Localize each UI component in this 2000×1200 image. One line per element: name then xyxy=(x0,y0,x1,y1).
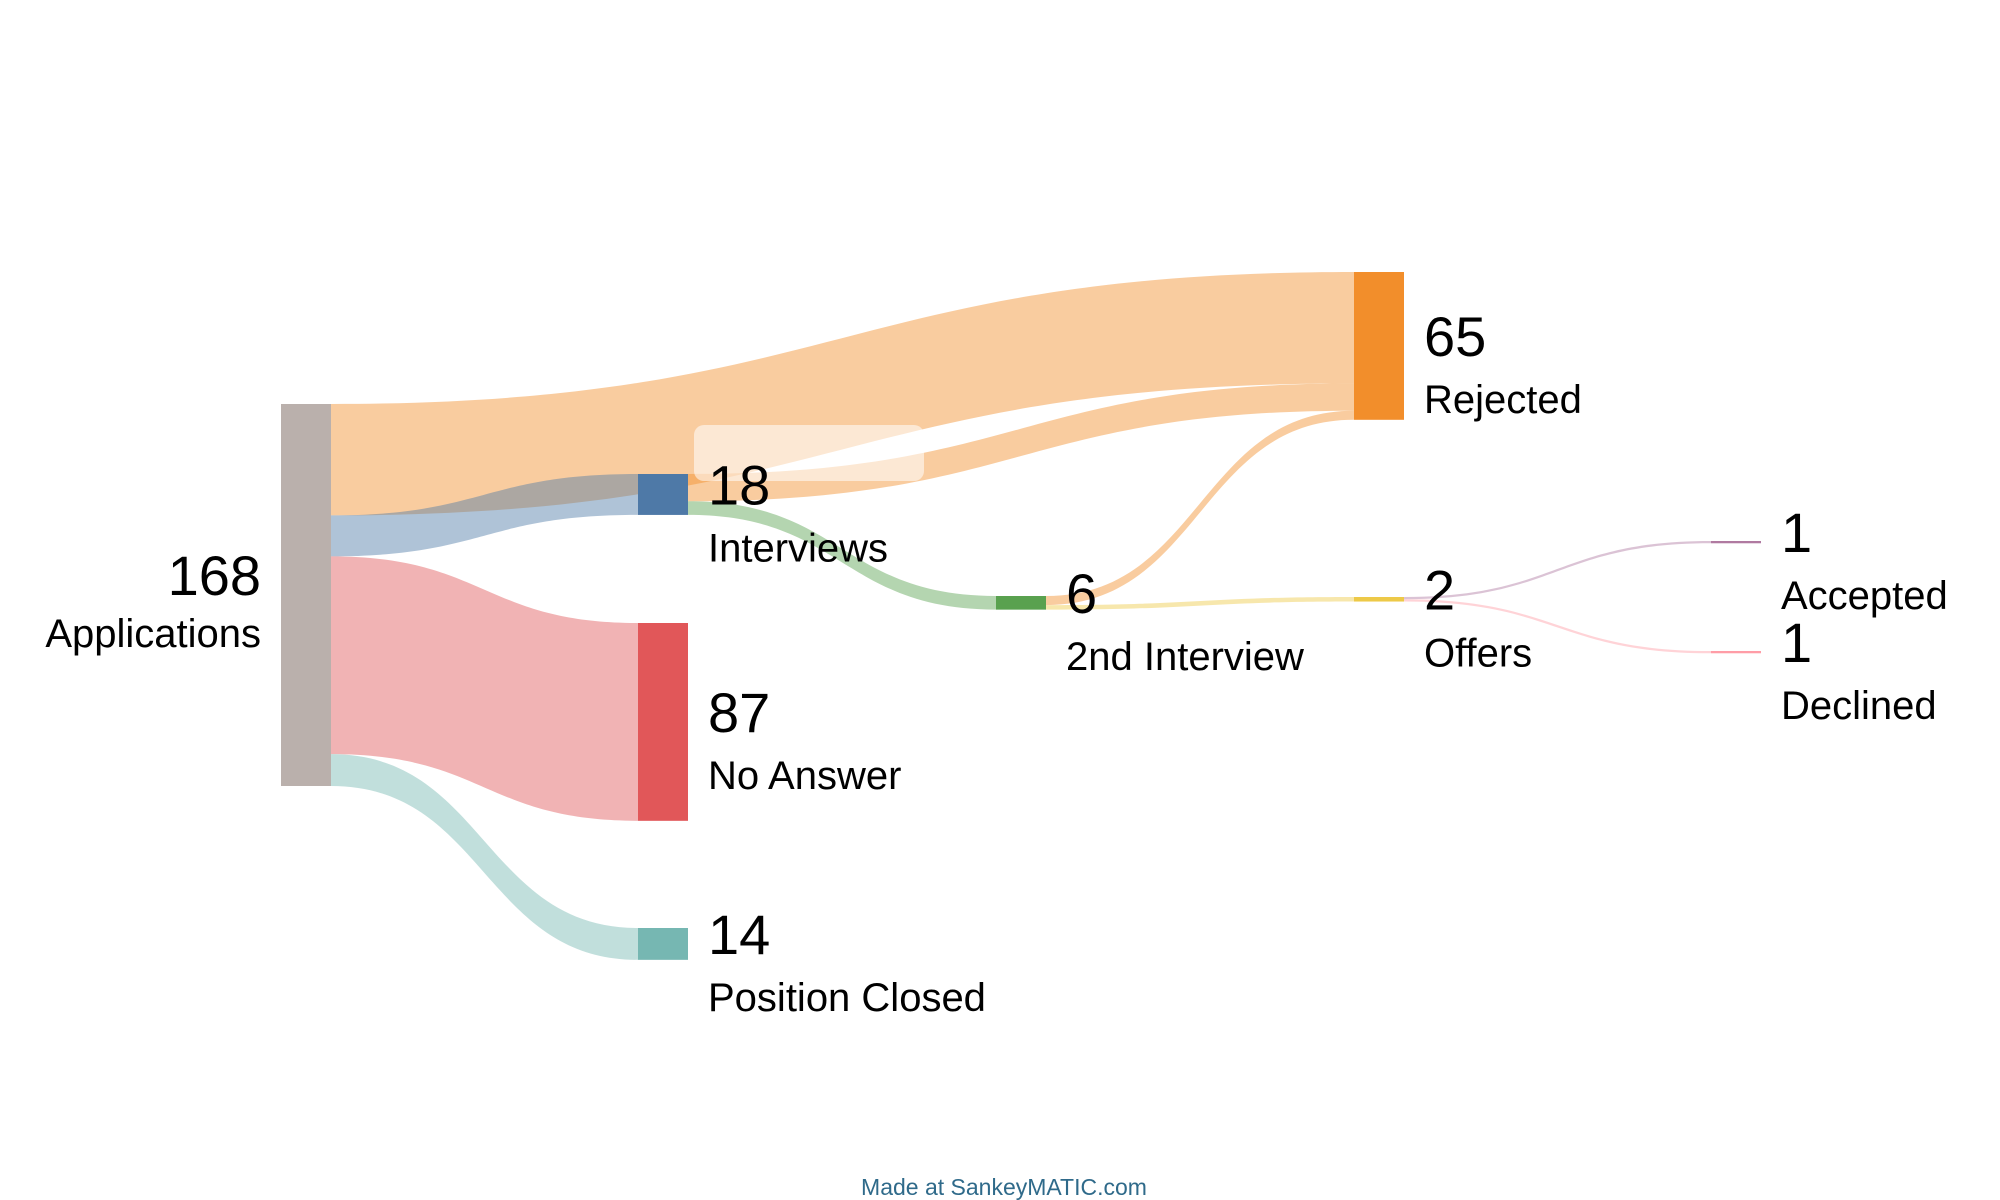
node-no_answer[interactable] xyxy=(638,623,688,821)
node-applications[interactable] xyxy=(281,404,331,786)
node-label-no_answer: No Answer xyxy=(708,754,901,798)
flows-layer xyxy=(331,272,1711,960)
node-offers[interactable] xyxy=(1354,597,1404,602)
node-interviews[interactable] xyxy=(638,474,688,515)
label-highlight xyxy=(694,425,924,481)
node-position_closed[interactable] xyxy=(638,928,688,960)
flow-applications-to-no_answer[interactable] xyxy=(331,556,638,821)
node-value-interviews: 18 xyxy=(708,453,770,516)
node-value-position_closed: 14 xyxy=(708,903,770,966)
node-value-second_interview: 6 xyxy=(1066,562,1097,625)
node-rejected[interactable] xyxy=(1354,272,1404,420)
footer-credit[interactable]: Made at SankeyMATIC.com xyxy=(861,1174,1147,1200)
flow-applications-to-position_closed[interactable] xyxy=(331,754,638,960)
flow-applications-to-interviews[interactable] xyxy=(331,474,638,557)
node-label-rejected: Rejected xyxy=(1424,378,1582,422)
node-value-offers: 2 xyxy=(1424,558,1455,621)
node-label-declined: Declined xyxy=(1781,684,1937,728)
node-label-accepted: Accepted xyxy=(1781,574,1948,618)
node-label-position_closed: Position Closed xyxy=(708,976,986,1020)
node-label-applications: Applications xyxy=(45,612,261,656)
node-value-applications: 168 xyxy=(168,544,261,607)
node-second_interview[interactable] xyxy=(996,596,1046,610)
node-value-no_answer: 87 xyxy=(708,681,770,744)
node-accepted[interactable] xyxy=(1711,541,1761,544)
node-declined[interactable] xyxy=(1711,651,1761,654)
flow-interviews-to-second_interview[interactable] xyxy=(688,501,996,610)
node-label-offers: Offers xyxy=(1424,631,1532,675)
flow-offers-to-declined[interactable] xyxy=(1404,599,1711,654)
node-value-accepted: 1 xyxy=(1781,501,1812,564)
flow-offers-to-accepted[interactable] xyxy=(1404,541,1711,600)
node-value-rejected: 65 xyxy=(1424,305,1486,368)
node-value-declined: 1 xyxy=(1781,611,1812,674)
flow-second_interview-to-rejected[interactable] xyxy=(1046,410,1354,606)
flow-second_interview-to-offers[interactable] xyxy=(1046,597,1354,610)
nodes-layer xyxy=(281,272,1761,960)
node-label-interviews: Interviews xyxy=(708,526,888,570)
flow-applications-to-rejected[interactable] xyxy=(331,272,1354,516)
node-label-second_interview: 2nd Interview xyxy=(1066,635,1304,679)
